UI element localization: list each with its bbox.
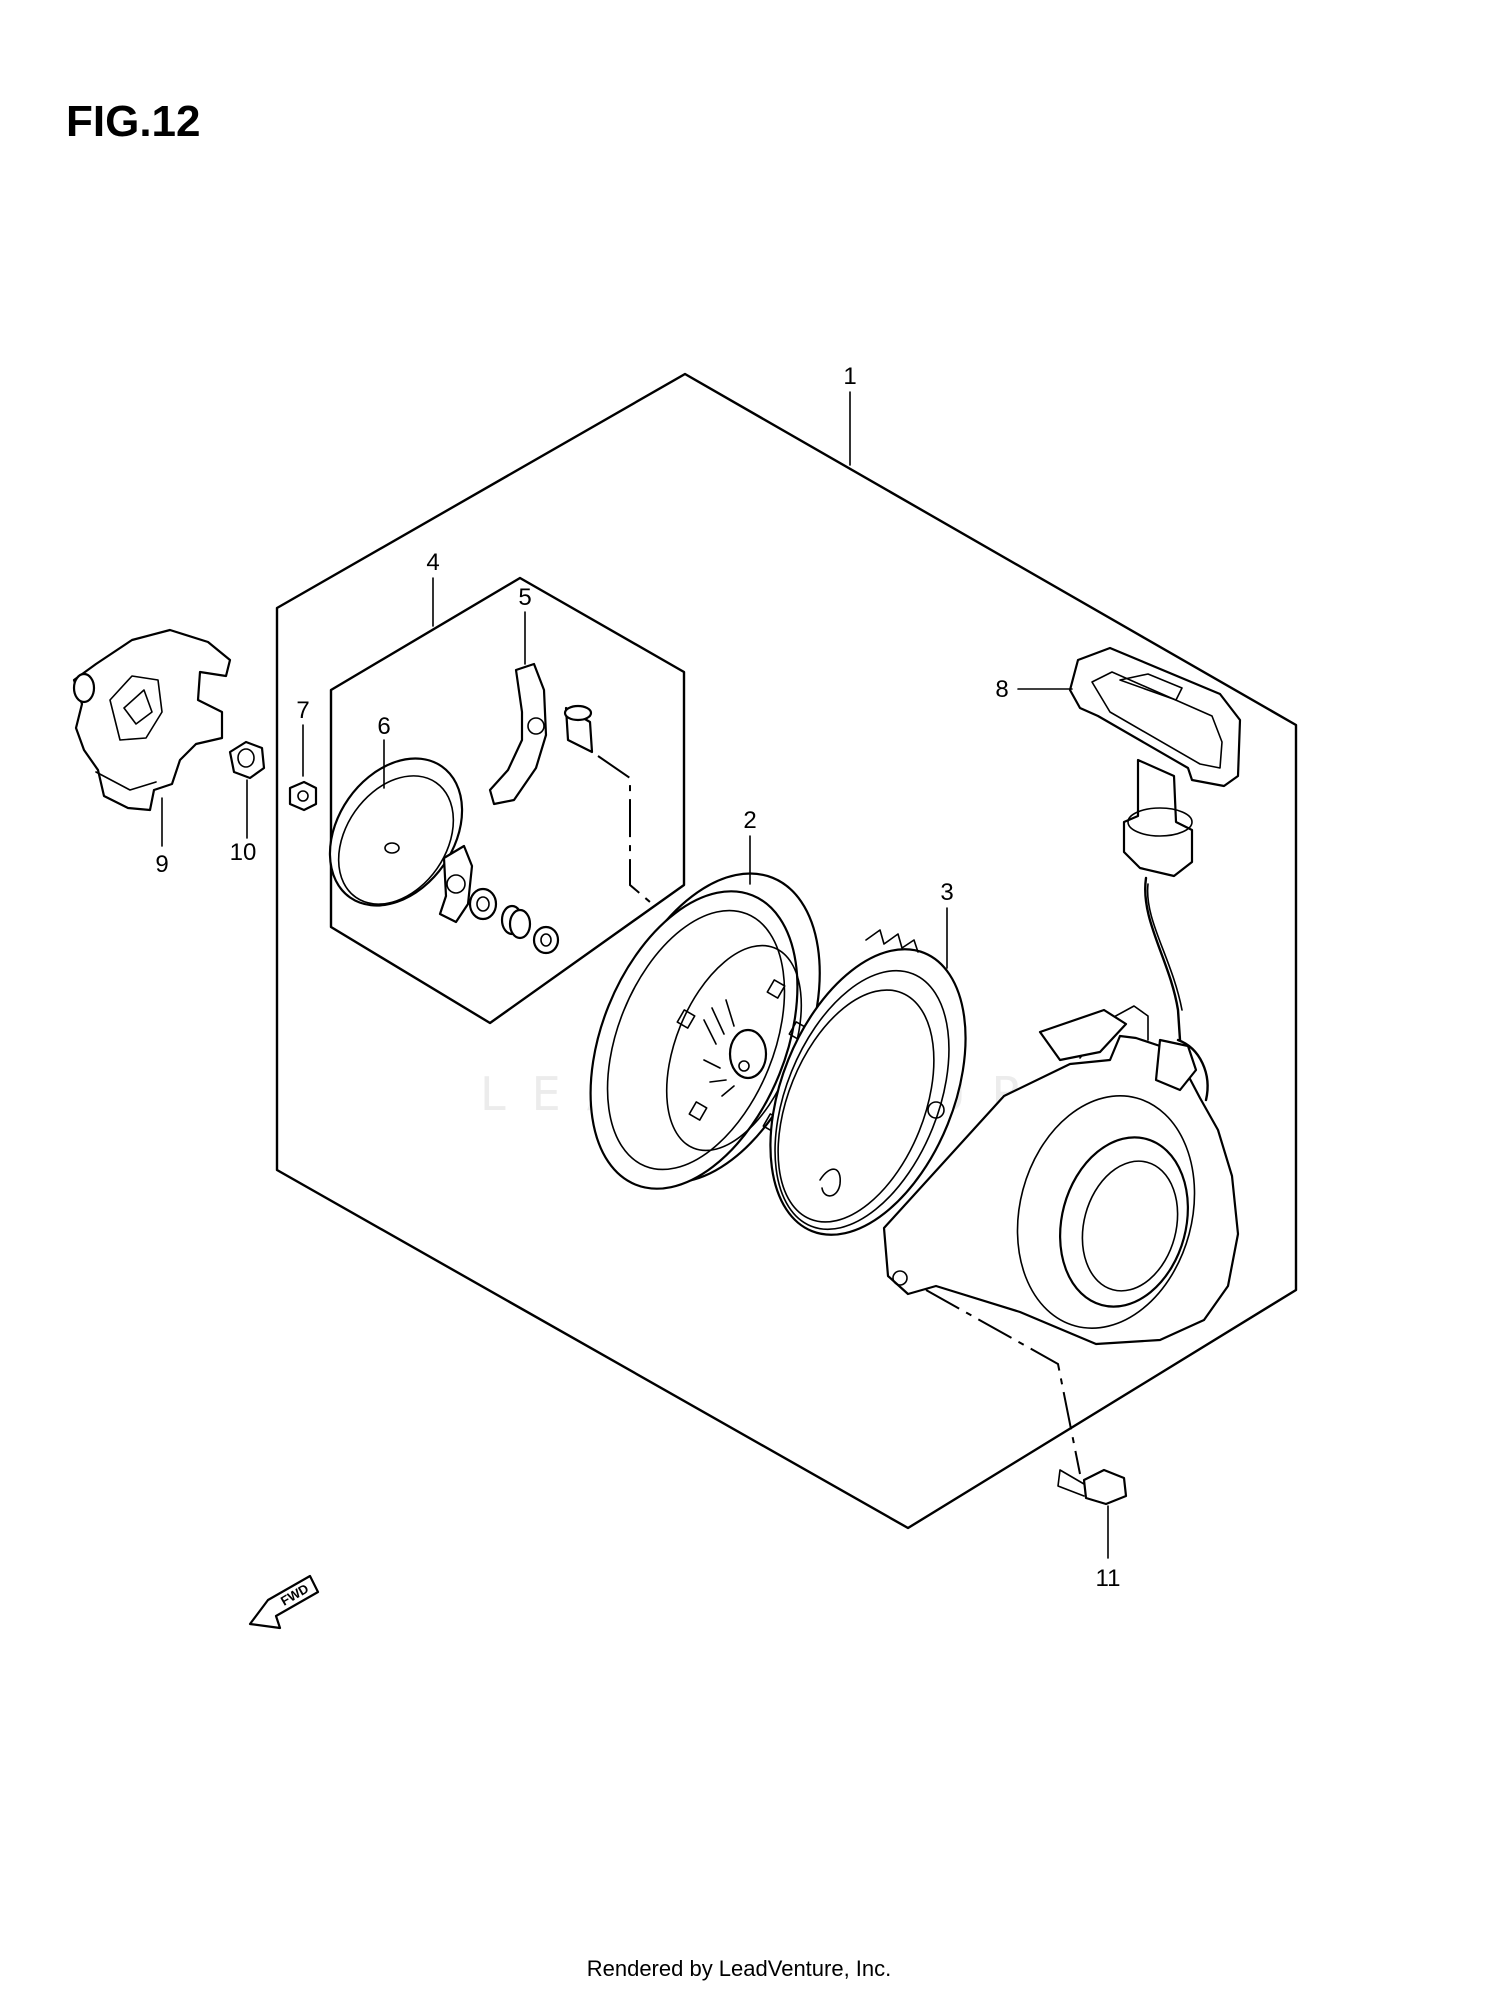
callout-1[interactable]: 1 (843, 363, 856, 390)
callout-11[interactable]: 10 (230, 839, 257, 866)
callout-5[interactable]: 5 (518, 584, 531, 611)
pin-axis (597, 755, 651, 903)
rope-guide (1176, 1038, 1209, 1102)
drum-part[interactable] (550, 842, 861, 1219)
plate-part[interactable] (303, 733, 490, 931)
callout-9[interactable]: 11 (1096, 1565, 1121, 1592)
assembly-outline (275, 372, 1298, 1530)
nut-7-part[interactable] (288, 780, 318, 812)
guide-part (438, 844, 474, 924)
callout-2[interactable]: 2 (743, 807, 756, 834)
callout-3[interactable]: 3 (940, 879, 953, 906)
pulley-part[interactable] (72, 628, 232, 812)
rope-line (1144, 876, 1182, 1042)
fwd-arrow-icon: FWD (248, 1574, 320, 1630)
handle-part[interactable] (1068, 646, 1242, 878)
callout-4[interactable]: 4 (426, 549, 439, 576)
pin-part (563, 704, 594, 754)
callout-7[interactable]: 7 (296, 697, 309, 724)
nut-11-part[interactable] (228, 740, 266, 780)
kit-outline (329, 576, 686, 1025)
callout-10[interactable]: 9 (155, 851, 168, 878)
footer-credit: Rendered by LeadVenture, Inc. (587, 1956, 892, 1981)
callout-6[interactable]: 6 (377, 713, 390, 740)
bolt-part[interactable] (1057, 1468, 1128, 1506)
pawl-part[interactable] (488, 662, 548, 806)
rope-coil (1146, 883, 1183, 1011)
callout-8[interactable]: 8 (995, 676, 1008, 703)
figure-title: FIG.12 (66, 97, 201, 146)
housing-part[interactable] (882, 1005, 1240, 1348)
spacer-parts (468, 887, 560, 955)
spring-part[interactable] (732, 921, 1004, 1264)
bolt-axis (925, 1289, 1081, 1475)
